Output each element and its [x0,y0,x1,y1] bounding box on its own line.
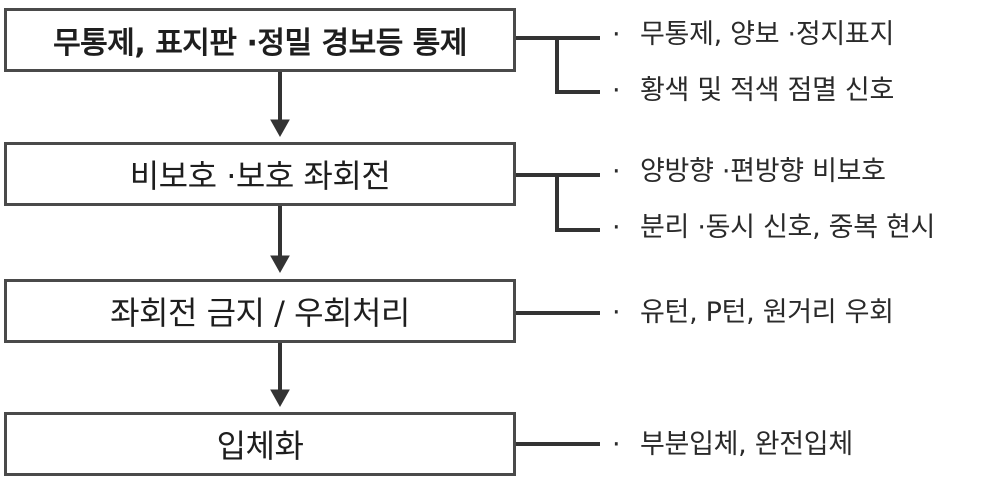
bullet: · [612,156,621,187]
step4-note-1: · 부분입체, 완전입체 [612,427,853,463]
note-text: 유턴, P턴, 원거리 우회 [640,297,894,328]
step-label-4: 입체화 [216,427,304,465]
step-label-2: 비보호 ·보호 좌회전 [129,157,391,195]
step-label-1: 무통제, 표지판 ·정밀 경보등 통제 [53,26,467,61]
step-box-2: 비보호 ·보호 좌회전 [4,142,516,206]
arrow-3-head [270,389,290,408]
bullet: · [612,297,621,328]
note-text: 무통제, 양보 ·정지표지 [640,19,894,50]
bullet: · [612,429,621,460]
step1-note-1: · 무통제, 양보 ·정지표지 [612,17,894,53]
bullet: · [612,212,621,243]
step-box-3: 좌회전 금지 / 우회처리 [4,279,516,343]
step2-note-2: · 분리 ·동시 신호, 중복 현시 [612,210,935,246]
step3-note-1: · 유턴, P턴, 원거리 우회 [612,295,894,331]
note-text: 황색 및 적색 점멸 신호 [640,75,894,106]
step-box-1: 무통제, 표지판 ·정밀 경보등 통제 [4,8,516,72]
step2-note-1: · 양방향 ·편방향 비보호 [612,154,886,190]
step-box-4: 입체화 [4,412,516,476]
step-label-3: 좌회전 금지 / 우회처리 [110,294,410,332]
bullet: · [612,75,621,106]
step1-note-2: · 황색 및 적색 점멸 신호 [612,73,894,109]
arrow-1-head [270,119,290,138]
note-text: 분리 ·동시 신호, 중복 현시 [640,212,936,243]
bullet: · [612,19,621,50]
note-text: 양방향 ·편방향 비보호 [640,156,886,187]
arrow-2-head [270,255,290,274]
note-text: 부분입체, 완전입체 [640,429,853,460]
